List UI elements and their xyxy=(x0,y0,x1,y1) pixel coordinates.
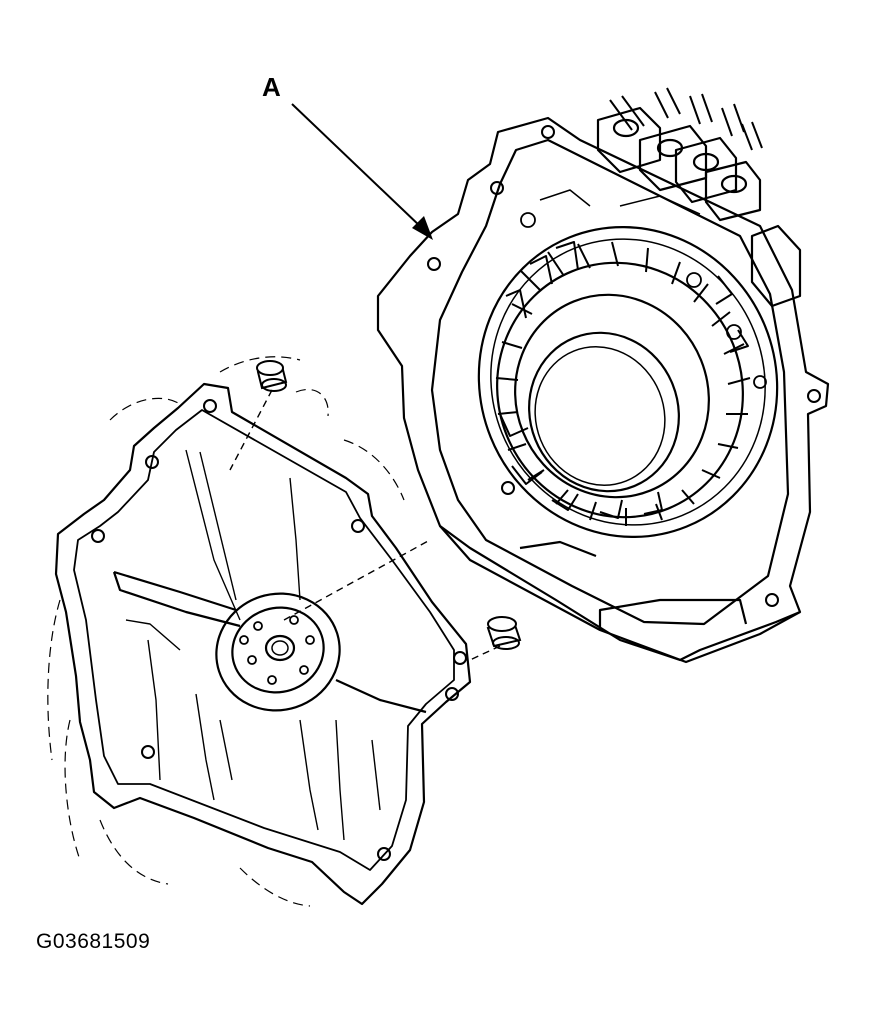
housing-inner-rim xyxy=(432,140,788,624)
cable-connectors xyxy=(598,108,760,220)
housing-bolt-holes xyxy=(428,126,820,606)
cover-hub-bore xyxy=(266,636,294,660)
housing-outer-flange xyxy=(378,118,828,660)
callout-label-a: A xyxy=(262,72,281,102)
case-cover xyxy=(56,384,500,904)
cover-casting-detail xyxy=(126,450,380,840)
cable-bundle xyxy=(610,88,762,150)
background-context-lines xyxy=(48,357,404,906)
dowel-pin-lower xyxy=(488,617,520,649)
callout-arrow xyxy=(292,104,433,240)
dowel-pin-upper xyxy=(257,361,286,391)
housing-bore xyxy=(505,310,702,514)
housing-a xyxy=(378,88,828,662)
stator-outer-ring xyxy=(432,182,823,582)
stator-teeth xyxy=(496,242,750,526)
cover-rib xyxy=(114,572,426,712)
cover-inner-gasket xyxy=(74,410,454,870)
side-connector xyxy=(752,226,800,306)
housing-lower-body xyxy=(440,526,800,662)
cover-hub-bolts xyxy=(240,616,314,684)
figure-id: G03681509 xyxy=(36,930,151,953)
cover-outer-flange xyxy=(56,384,470,904)
cover-hub-outer xyxy=(201,578,355,727)
cover-bolt-holes xyxy=(92,400,466,860)
stator-winding-band xyxy=(459,226,781,555)
